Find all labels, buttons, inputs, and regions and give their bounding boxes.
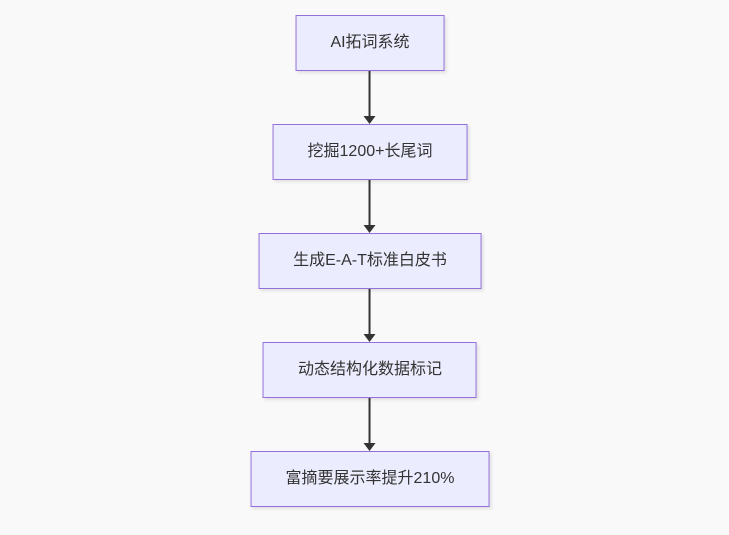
arrow-down-3 (364, 289, 376, 342)
arrowhead-icon (364, 225, 376, 233)
flow-node-label: 富摘要展示率提升210% (285, 470, 455, 487)
flow-node-label: 生成E-A-T标准白皮书 (293, 252, 447, 269)
arrow-line (369, 289, 371, 335)
flow-node-rich-snippet-result: 富摘要展示率提升210% (250, 451, 490, 507)
arrow-line (369, 71, 371, 117)
flow-node-eat-whitepaper: 生成E-A-T标准白皮书 (258, 233, 482, 289)
arrow-line (369, 398, 371, 444)
arrowhead-icon (364, 116, 376, 124)
arrowhead-icon (364, 334, 376, 342)
flow-node-label: 动态结构化数据标记 (297, 361, 442, 378)
arrow-down-1 (364, 71, 376, 124)
arrow-line (369, 180, 371, 226)
flowchart-column: AI拓词系统 挖掘1200+长尾词 生成E-A-T标准白皮书 动态结构化数据标记 (250, 15, 490, 507)
flow-node-structured-data: 动态结构化数据标记 (262, 342, 477, 398)
arrow-down-4 (364, 398, 376, 451)
flow-node-ai-system: AI拓词系统 (295, 15, 445, 71)
flow-node-label: 挖掘1200+长尾词 (307, 143, 433, 160)
flow-node-longtail-mining: 挖掘1200+长尾词 (272, 124, 468, 180)
arrow-down-2 (364, 180, 376, 233)
flow-node-label: AI拓词系统 (330, 34, 410, 51)
arrowhead-icon (364, 443, 376, 451)
